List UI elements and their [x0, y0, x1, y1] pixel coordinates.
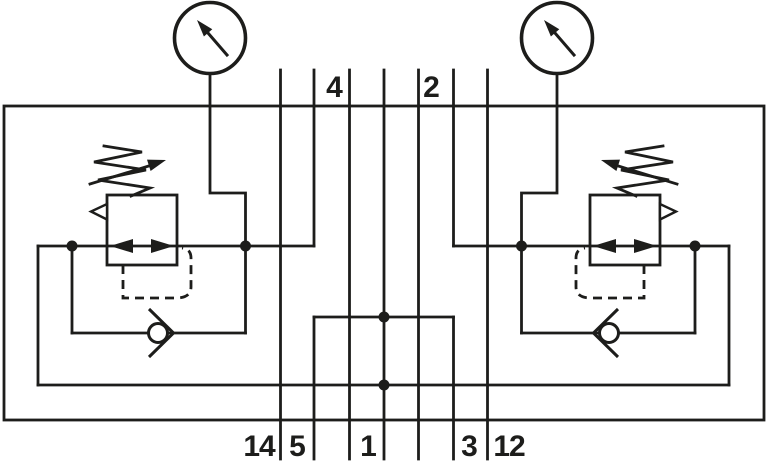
right-gauge-dial-icon: [519, 0, 595, 76]
left-check-valve-ball-icon: [147, 322, 169, 344]
left-gauge-needle: [205, 30, 230, 58]
port-label-1: 1: [360, 430, 376, 463]
junction-dots: [66, 240, 701, 391]
right-regulator: [574, 144, 679, 300]
port-label-4: 4: [326, 71, 343, 104]
left-gauge-needle-head-icon: [197, 20, 213, 37]
left-adjustment-arrow-head-icon: [147, 159, 166, 171]
left-adjustable-spring-icon: [93, 144, 156, 198]
right-adjustment-arrow-shaft: [614, 163, 679, 186]
right-check-valve-seat-icon: [591, 307, 620, 359]
left-check-valve-seat-icon: [147, 307, 176, 359]
port-label-3: 3: [461, 430, 477, 463]
junction-dot: [516, 240, 527, 252]
left-pilot-dashed-line: [121, 246, 193, 300]
right-regulator-flow-arrow-left-icon: [593, 239, 616, 253]
junction-dot: [66, 240, 78, 252]
right-adjustable-spring-icon: [611, 144, 674, 198]
right-check-valve-bypass: [520, 244, 697, 359]
port-label-14: 14: [243, 430, 276, 463]
left-gauge-dial-icon: [172, 0, 248, 76]
right-gauge-needle: [552, 30, 577, 58]
left-regulator-flow-arrow-left-icon: [110, 239, 133, 253]
left-relief-vent-triangle-icon: [88, 202, 109, 222]
left-regulator-body: [105, 193, 179, 267]
right-relief-vent-triangle-icon: [658, 202, 679, 222]
right-pressure-gauge: [519, 0, 595, 248]
left-gauge-stem-line: [208, 71, 247, 248]
junction-dot: [378, 379, 390, 391]
right-pilot-dashed-line: [574, 246, 646, 300]
left-pressure-gauge: [172, 0, 248, 248]
right-adjustment-arrow-head-icon: [601, 159, 620, 171]
left-check-valve-bypass: [70, 244, 247, 359]
left-regulator-flow-arrow-right-icon: [151, 239, 174, 253]
left-regulator: [88, 144, 193, 300]
right-regulator-flow-arrow-right-icon: [634, 239, 657, 253]
channel-lines: [279, 68, 489, 461]
junction-dot: [689, 240, 701, 252]
right-gauge-stem-line: [520, 71, 559, 248]
right-check-valve-ball-icon: [598, 322, 620, 344]
port-label-5: 5: [289, 430, 305, 463]
right-regulator-body: [588, 193, 662, 267]
port-label-2: 2: [423, 71, 439, 104]
left-adjustment-arrow-shaft: [88, 163, 153, 186]
junction-dot: [378, 311, 390, 323]
port-label-12: 12: [493, 430, 525, 463]
right-gauge-needle-head-icon: [544, 20, 560, 37]
junction-dot: [240, 240, 251, 252]
port-labels: 4 2 14 5 1 3 12: [243, 71, 526, 463]
